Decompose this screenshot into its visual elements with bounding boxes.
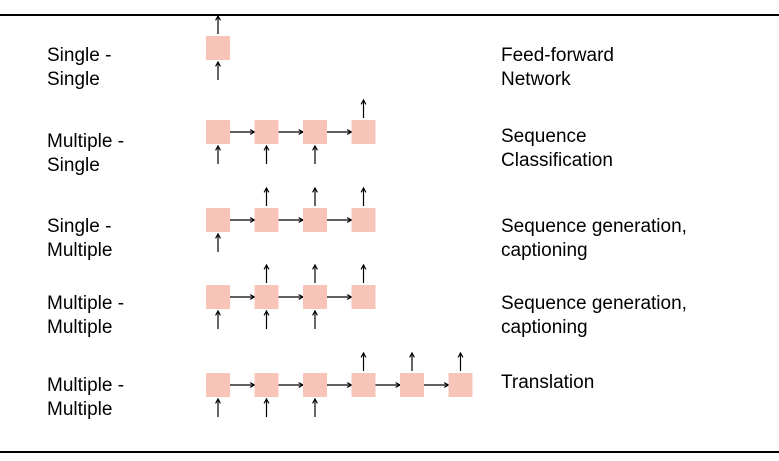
input-arrow <box>263 397 270 417</box>
recurrent-arrow <box>278 382 305 388</box>
rnn-cell <box>206 285 230 309</box>
recurrent-arrow <box>230 382 256 388</box>
row-3-right-label: Sequence generation,captioning <box>501 216 687 261</box>
rnn-cell <box>254 285 279 309</box>
rnn-cell <box>303 120 327 144</box>
output-arrow <box>312 263 318 283</box>
input-arrow <box>215 144 221 164</box>
top-rule <box>0 14 779 16</box>
rnn-cell <box>206 120 230 144</box>
output-arrow <box>360 263 367 283</box>
row-2-left-label: Multiple -Single <box>47 131 125 176</box>
row-4-left-label: Multiple -Multiple <box>47 293 125 338</box>
recurrent-arrow <box>278 129 305 135</box>
rnn-cell <box>303 208 327 232</box>
input-arrow <box>215 232 221 252</box>
input-arrow <box>312 397 318 417</box>
recurrent-arrow <box>230 217 256 223</box>
recurrent-arrow <box>278 217 305 223</box>
recurrent-arrow <box>230 294 256 300</box>
input-arrow <box>215 60 221 80</box>
rnn-cell <box>303 285 327 309</box>
rnn-cell <box>448 373 473 397</box>
input-arrow <box>215 309 221 329</box>
recurrent-arrow <box>230 129 256 135</box>
output-arrow <box>409 351 415 371</box>
rnn-cell <box>206 36 230 60</box>
row-3-left-label: Single -Multiple <box>47 216 113 261</box>
rnn-cell <box>351 285 376 309</box>
input-arrow <box>215 397 221 417</box>
recurrent-arrow <box>327 129 353 135</box>
input-arrow <box>263 309 270 329</box>
output-arrow <box>312 186 318 206</box>
rnn-cell <box>254 208 279 232</box>
row-4-right-label: Sequence generation,captioning <box>501 293 687 338</box>
recurrent-arrow <box>278 294 305 300</box>
input-arrow <box>312 144 318 164</box>
input-arrow <box>312 309 318 329</box>
rnn-cell <box>206 208 230 232</box>
output-arrow <box>215 14 221 34</box>
output-arrow <box>457 351 464 371</box>
rnn-cell <box>303 373 327 397</box>
recurrent-arrow <box>327 382 353 388</box>
output-arrow <box>360 351 367 371</box>
rnn-cell <box>351 208 376 232</box>
recurrent-arrow <box>327 217 353 223</box>
row-1-left-label: Single -Single <box>47 45 112 90</box>
rnn-cell <box>254 373 279 397</box>
row-5-right-label: Translation <box>501 372 595 393</box>
row-5-left-label: Multiple -Multiple <box>47 375 125 420</box>
output-arrow <box>360 186 367 206</box>
input-arrow <box>263 144 270 164</box>
bottom-rule <box>0 451 779 453</box>
recurrent-arrow <box>424 382 450 388</box>
recurrent-arrow <box>327 294 353 300</box>
rnn-cell <box>351 373 376 397</box>
output-arrow <box>263 186 270 206</box>
rnn-cell <box>351 120 376 144</box>
rnn-cell <box>206 373 230 397</box>
rnn-cell <box>400 373 424 397</box>
rnn-cell <box>254 120 279 144</box>
output-arrow <box>263 263 270 283</box>
output-arrow <box>360 98 367 118</box>
recurrent-arrow <box>375 382 402 388</box>
